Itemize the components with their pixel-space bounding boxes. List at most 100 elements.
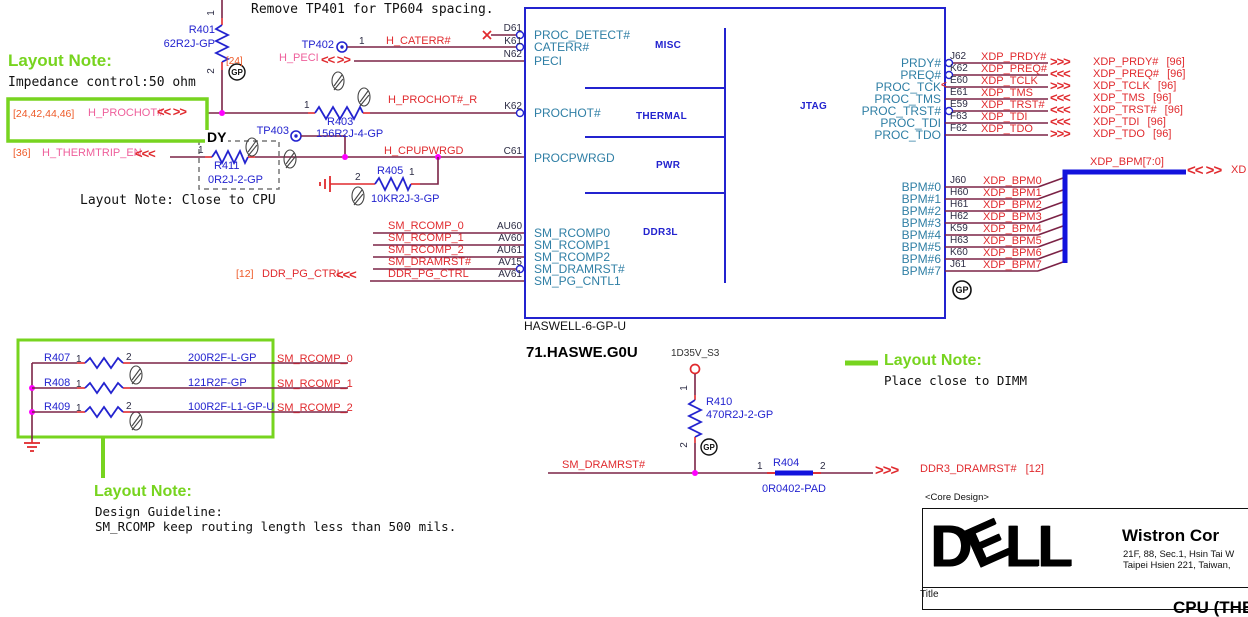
offpage-xdp-tdi-icon: <<< [1050, 114, 1071, 129]
net-sm-rcomp2-src: SM_RCOMP_2 [277, 402, 353, 414]
pin-k60: K60 [950, 247, 968, 258]
pin-d61: D61 [503, 23, 522, 34]
dest-tag: [96] [1153, 128, 1172, 140]
net-xdp-tms: XDP_TMS [981, 87, 1033, 99]
net-sm-rcomp1: SM_RCOMP_1 [388, 232, 464, 244]
svg-text:GP: GP [955, 285, 968, 295]
r403-ref: R403 [327, 116, 354, 128]
layout-note-heading-dimm: Layout Note: [884, 352, 982, 369]
pin-h60: H60 [950, 187, 969, 198]
r410-pin2: 2 [678, 442, 690, 448]
offpage-xdp-trst-icon: <<< [1050, 102, 1071, 117]
section-jtag: JTAG [800, 101, 828, 112]
note-place-close-dimm: Place close to DIMM [884, 373, 1027, 388]
dest-xdp-tclk: XDP_TCLK [96] [1093, 81, 1176, 92]
dest-net: XDP_TDO [1093, 128, 1145, 140]
chip-pin-sm-pg-cntl1: SM_PG_CNTL1 [534, 274, 621, 288]
dest-ddr3-dramrst: DDR3_DRAMRST# [12] [920, 464, 1044, 475]
net-xdp-trst: XDP_TRST# [981, 99, 1045, 111]
dest-tag: [96] [1153, 92, 1172, 104]
r401-ref: R401 [188, 24, 215, 36]
pin-au60: AU60 [496, 221, 522, 232]
r408-ref: R408 [44, 377, 71, 389]
title-field-label: Title [920, 589, 939, 600]
pin-h62: H62 [950, 211, 969, 222]
pin-k59: K59 [950, 223, 968, 234]
pin-h61: H61 [950, 199, 969, 210]
chip-pin-preq: PREQ# [900, 68, 941, 82]
net-h-prochot-r: H_PROCHOT#_R [388, 94, 478, 106]
r409-value: 100R2F-L1-GP-U [188, 401, 275, 413]
net-sm-rcomp1-src: SM_RCOMP_1 [277, 378, 353, 390]
r404-value: 0R0402-PAD [762, 483, 826, 495]
chip-pin-caterr: CATERR# [534, 40, 590, 54]
dest-net: XDP_TCLK [1093, 80, 1150, 92]
r409-pin2: 2 [126, 401, 132, 412]
pin-av60: AV60 [498, 233, 522, 244]
cpu-body [524, 7, 946, 319]
r410-pin1: 1 [678, 385, 690, 391]
net-h-peci: H_PECI [279, 52, 319, 64]
chip-pin-proc-trst: PROC_TRST# [861, 104, 941, 118]
pin-f62: F62 [950, 123, 968, 134]
net-xdp-tdi: XDP_TDI [981, 111, 1028, 123]
pin-e59: E59 [950, 99, 968, 110]
dell-logo: DELL [930, 507, 1072, 581]
chip-pin-sm-dramrst: SM_DRAMRST# [534, 262, 625, 276]
dest-xdp-tms: XDP_TMS [96] [1093, 93, 1171, 104]
dell-letter: D [930, 514, 972, 579]
r407-value: 200R2F-L-GP [188, 352, 257, 364]
note-design-guideline: Design Guideline: [95, 504, 223, 519]
offpage-xdp-bpm-icon: << >> [1187, 162, 1222, 179]
r407-pin1: 1 [76, 354, 82, 365]
offpage-h-thermtrip-icon: <<< [135, 146, 156, 161]
chip-pin-bpm3: BPM#3 [901, 216, 941, 230]
net-h-thermtrip: H_THERMTRIP_EN [42, 147, 142, 159]
chip-pin-bpm2: BPM#2 [901, 204, 941, 218]
net-sm-rcomp2: SM_RCOMP_2 [388, 244, 464, 256]
dy-option-box [198, 140, 280, 190]
net-xdp-preq: XDP_PREQ# [981, 63, 1048, 75]
r405-value: 10KR2J-3-GP [371, 193, 440, 205]
r401-value: 62R2J-GP [163, 38, 215, 50]
dramrst-net [548, 363, 873, 476]
net-xdp-tdo: XDP_TDO [981, 123, 1033, 135]
r404-pin1: 1 [757, 461, 763, 472]
section-misc: MISC [655, 40, 682, 51]
chip-pin-bpm7: BPM#7 [901, 264, 941, 278]
net-xdp-bpm0: XDP_BPM0 [983, 175, 1042, 187]
pin-av61: AV61 [498, 269, 522, 280]
chip-pin-bpm1: BPM#1 [901, 192, 941, 206]
power-net-1d35v-s3: 1D35V_S3 [671, 348, 720, 359]
dest-net: XDP_TRST# [1093, 104, 1157, 116]
dest-net: XDP_TDI [1093, 116, 1140, 128]
net-sm-rcomp0: SM_RCOMP_0 [388, 220, 464, 232]
pin-k62: K62 [504, 101, 522, 112]
r403-pin1: 1 [304, 100, 310, 111]
chip-pin-peci: PECI [534, 54, 563, 68]
r407-pin2: 2 [126, 352, 132, 363]
dest-tag: [96] [1147, 116, 1166, 128]
net-ddr-pg-ctrl: DDR_PG_CTRL [388, 268, 469, 280]
net-sm-rcomp0-src: SM_RCOMP_0 [277, 353, 353, 365]
net-xdp-bpm7: XDP_BPM7 [983, 259, 1042, 271]
pin-f63: F63 [950, 111, 968, 122]
chip-pin-proc-tdi: PROC_TDI [880, 116, 941, 130]
r401-sheet-tag: [24] [226, 56, 243, 67]
section-ddr3l: DDR3L [643, 227, 678, 238]
offpage-xdp-tms-icon: <<< [1050, 90, 1071, 105]
tck-input-arrow-icon: < [941, 80, 947, 91]
r411-ref: R411 [214, 160, 240, 172]
chip-pin-procpwrgd: PROCPWRGD [534, 151, 615, 165]
net-xdp-bpm2: XDP_BPM2 [983, 199, 1042, 211]
tp402-pin1: 1 [359, 36, 365, 47]
bpm-wires [945, 177, 1064, 272]
r405-pin1: 1 [409, 167, 415, 178]
net-h-caterr: H_CATERR# [386, 35, 451, 47]
offpage-ddr-pg-ctrl-icon: <<< [336, 267, 357, 282]
chip-pin-sm-rcomp1: SM_RCOMP1 [534, 238, 611, 252]
offpage-xdp-tdo-icon: >>> [1050, 126, 1071, 141]
chip-pin-proc-tms: PROC_TMS [874, 92, 941, 106]
